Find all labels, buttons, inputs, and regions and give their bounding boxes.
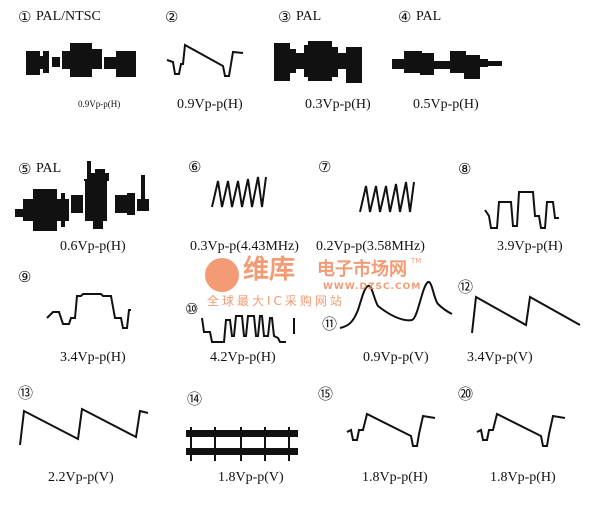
panel-7-waveform — [359, 181, 415, 213]
panel-20-waveform — [476, 412, 566, 447]
watermark-brand: 维库 — [243, 255, 296, 285]
panel-20-value: 1.8Vp-p(H) — [490, 470, 556, 485]
panel-14-waveform — [186, 427, 298, 461]
panel-10-value: 4.2Vp-p(H) — [210, 350, 276, 365]
panel-12-number: ⑫ — [458, 280, 474, 296]
panel-3-number: ③ — [278, 10, 292, 26]
panel-3-mode: PAL — [296, 9, 322, 24]
panel-2-waveform — [166, 43, 244, 77]
panel-8-waveform — [484, 191, 559, 229]
panel-1-mode: PAL/NTSC — [36, 9, 101, 24]
panel-4-mode: PAL — [416, 9, 442, 24]
panel-4-waveform — [392, 51, 502, 79]
panel-15-value: 1.8Vp-p(H) — [362, 470, 428, 485]
panel-1-waveform — [26, 43, 136, 77]
panel-20-number: ⑳ — [458, 387, 474, 403]
watermark-logo-icon — [205, 258, 239, 292]
panel-11-waveform — [339, 281, 453, 329]
panel-6-value: 0.3Vp-p(4.43MHz) — [190, 239, 299, 254]
panel-11-value: 0.9Vp-p(V) — [363, 350, 429, 365]
panel-3-value: 0.3Vp-p(H) — [305, 97, 371, 112]
panel-3-waveform — [274, 41, 362, 83]
panel-12-value: 3.4Vp-p(V) — [467, 350, 533, 365]
watermark-tm: TM — [411, 257, 422, 265]
panel-9-waveform — [46, 293, 131, 329]
panel-1-number: ① — [18, 10, 32, 26]
panel-6-number: ⑥ — [188, 160, 202, 176]
panel-12-waveform — [471, 295, 581, 334]
panel-9-value: 3.4Vp-p(H) — [60, 350, 126, 365]
panel-8-number: ⑧ — [458, 162, 472, 178]
watermark-sub: 电子市场网 — [317, 259, 407, 280]
panel-7-number: ⑦ — [318, 160, 332, 176]
panel-4-value: 0.5Vp-p(H) — [413, 97, 479, 112]
panel-14-number: ⑭ — [187, 392, 203, 408]
panel-1-value: 0.9Vp-p(H) — [78, 99, 121, 109]
panel-7-value: 0.2Vp-p(3.58MHz) — [316, 239, 425, 254]
panel-13-value: 2.2Vp-p(V) — [48, 470, 114, 485]
panel-14-value: 1.8Vp-p(V) — [218, 470, 284, 485]
watermark-slogan: 全球最大IC采购网站 — [207, 294, 345, 308]
panel-9-number: ⑨ — [18, 270, 32, 286]
panel-8-value: 3.9Vp-p(H) — [497, 239, 563, 254]
panel-10-number: ⑩ — [185, 302, 199, 318]
panel-6-waveform — [211, 176, 267, 208]
watermark: 维库 电子市场网 TM WWW.DZSC.COM 全球最大IC采购网站 — [205, 255, 425, 308]
panel-15-number: ⑮ — [318, 387, 334, 403]
panel-2-number: ② — [165, 10, 179, 26]
panel-2-value: 0.9Vp-p(H) — [177, 97, 243, 112]
panel-10-waveform — [201, 315, 295, 343]
panel-11-number: ⑪ — [322, 317, 338, 333]
panel-4-number: ④ — [398, 10, 412, 26]
panel-5-waveform — [15, 161, 149, 231]
panel-5-number: ⑤ — [18, 162, 32, 178]
panel-15-waveform — [346, 412, 436, 447]
watermark-url: WWW.DZSC.COM — [323, 282, 422, 292]
panel-13-number: ⑬ — [18, 386, 34, 402]
panel-5-value: 0.6Vp-p(H) — [60, 239, 126, 254]
panel-5-mode: PAL — [36, 161, 62, 176]
panel-13-waveform — [19, 407, 149, 446]
